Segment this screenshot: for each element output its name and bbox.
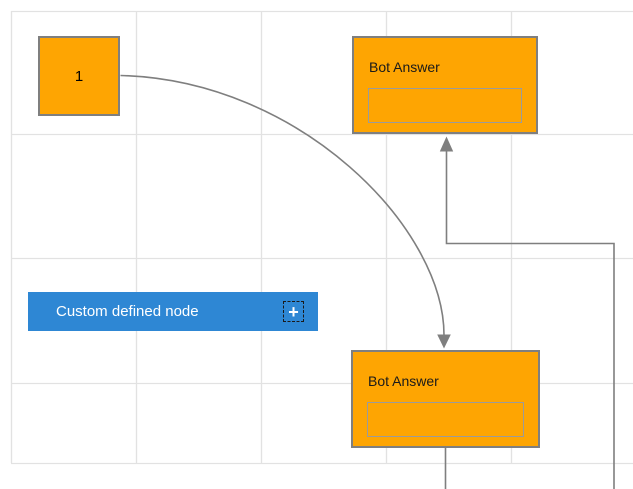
orthogonal-link-line[interactable] [445, 150, 615, 489]
bot-answer-input[interactable] [368, 88, 522, 123]
add-icon[interactable]: + [283, 301, 304, 322]
link-bottom-to-top-bot-answer[interactable] [439, 136, 615, 489]
curved-link-line[interactable] [120, 74, 445, 336]
link-start-to-bottom-bot-answer[interactable] [120, 74, 451, 349]
node-bot-answer-top[interactable]: Bot Answer [352, 36, 538, 134]
arrowhead-down [437, 334, 451, 349]
node-bot-answer-bottom[interactable]: Bot Answer [351, 350, 540, 448]
bot-answer-input[interactable] [367, 402, 524, 437]
custom-node-label: Custom defined node [56, 303, 199, 320]
bot-answer-title: Bot Answer [369, 59, 440, 75]
node-start[interactable]: 1 [38, 36, 120, 116]
bot-answer-title: Bot Answer [368, 373, 439, 389]
node-start-label: 1 [74, 67, 84, 85]
arrowhead-up [439, 136, 454, 152]
node-custom-defined[interactable]: Custom defined node + [28, 292, 318, 331]
